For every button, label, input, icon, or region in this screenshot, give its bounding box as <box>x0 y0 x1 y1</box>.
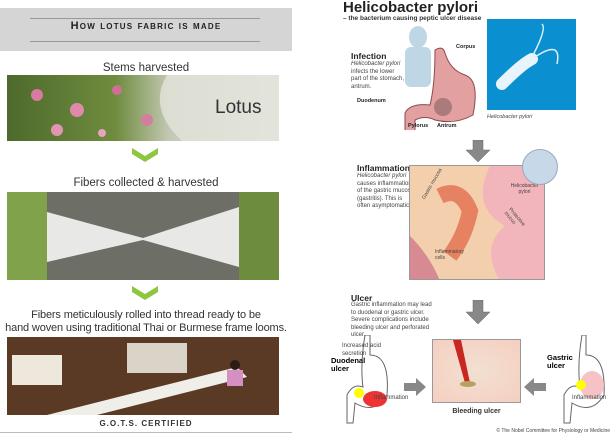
hp-subtitle: – the bacterium causing peptic ulcer dis… <box>343 15 482 22</box>
arrow-down-icon <box>466 140 490 162</box>
inflammation-text: Helicobacter pylori causes inflammation … <box>357 173 414 211</box>
text-line: ulcer. <box>351 332 366 338</box>
divider <box>30 18 260 19</box>
step-3-caption-line2: hand woven using traditional Thai or Bur… <box>5 322 287 334</box>
text-line: antrum. <box>351 83 372 90</box>
ulcer-heading: Ulcer <box>351 293 373 303</box>
label-inflammatory-cells: Inflammatory cells <box>435 249 464 261</box>
step-2-caption: Fibers collected & harvested <box>73 177 219 189</box>
divider <box>30 41 260 42</box>
label-corpus: Corpus <box>456 44 476 50</box>
divider <box>0 432 292 433</box>
text-line: causes inflammation <box>357 180 412 187</box>
duodenal-stomach-icon <box>346 335 388 424</box>
lotus-label: Lotus <box>215 97 262 118</box>
bleeding-ulcer-label: Bleeding ulcer <box>452 408 501 415</box>
infection-text: Helicobacter pylori infects the lower pa… <box>351 61 404 91</box>
text-line: bleeding ulcer and perforated <box>351 324 430 331</box>
text-line: Helicobacter pylori <box>351 61 401 67</box>
chevron-down-icon <box>132 286 158 300</box>
step-1-caption: Stems harvested <box>102 62 190 74</box>
arrow-left-icon <box>524 378 546 396</box>
gastric-ulcer-label: Gastric ulcer <box>547 353 573 370</box>
gastric-inflammation-label: Inflammation <box>572 395 607 401</box>
label-duodenum: Duodenum <box>357 98 386 104</box>
bacteria-magnifier <box>522 149 558 185</box>
label-pylorus: Pylorus <box>408 123 429 129</box>
text-line: infects the lower <box>351 68 395 75</box>
gots-certified: G.O.T.S. CERTIFIED <box>99 419 193 428</box>
loom-photo <box>7 337 279 415</box>
lotus-field-photo: Lotus <box>7 75 279 141</box>
gastric-stomach-icon <box>563 335 605 424</box>
hp-micrograph <box>487 19 576 110</box>
duodenal-inflammation-label: Inflammation <box>374 395 409 401</box>
text-line: part of the stomach, <box>351 76 405 82</box>
hp-title: Helicobacter pylori <box>343 0 479 16</box>
label-hp: Helicobacter pylori <box>510 183 539 195</box>
acid-secretion-label: Increased acid secretion <box>342 343 382 357</box>
step-3-caption-line1: Fibers meticulously rolled into thread r… <box>31 309 261 321</box>
inflammation-heading: Inflammation <box>357 163 410 173</box>
arrow-down-icon <box>466 300 490 324</box>
mucosa-illustration: Helicobacter pylori Gastric mucosa Prote… <box>409 165 545 280</box>
text-line: Helicobacter pylori <box>357 173 407 179</box>
chevron-down-icon <box>132 148 158 162</box>
lotus-title: How lotus fabric is made <box>70 20 222 32</box>
label-antrum: Antrum <box>437 123 457 129</box>
text-line: often asymptomatic. <box>357 203 411 209</box>
text-line: of the gastric mucosa <box>357 188 415 194</box>
micrograph-caption: Helicobacter pylori <box>487 114 533 120</box>
stomach-illustration <box>404 26 476 130</box>
copyright: © The Nobel Committee for Physiology or … <box>496 428 610 434</box>
text-line: (gastritis). This is <box>357 195 403 202</box>
text-line: Severe complications include <box>351 317 429 323</box>
lotus-header <box>0 8 292 51</box>
ulcer-text: Gastric inflammation may lead to duodena… <box>351 302 432 340</box>
infection-heading: Infection <box>351 51 387 61</box>
bleeding-ulcer-illustration <box>432 339 521 403</box>
text-line: Gastric inflammation may lead <box>351 302 432 308</box>
arrow-right-icon <box>404 378 426 396</box>
fibers-photo <box>7 192 279 280</box>
duodenal-ulcer-label: Duodenal ulcer <box>331 356 366 373</box>
text-line: to duodenal or gastric ulcer. <box>351 309 425 316</box>
